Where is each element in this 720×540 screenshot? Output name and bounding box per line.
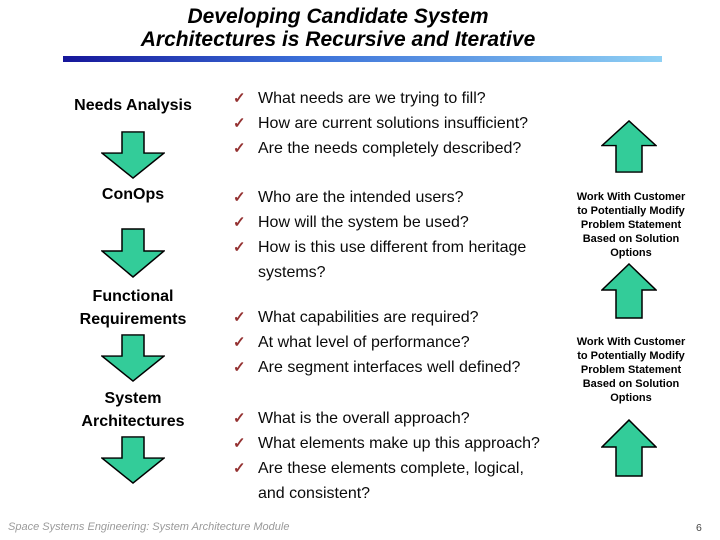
stage-label-system-architectures: System Architectures bbox=[81, 390, 185, 430]
up-arrow-icon bbox=[601, 419, 657, 477]
feedback-note-line: Based on Solution bbox=[582, 233, 680, 245]
question-text: What is the overall approach? bbox=[258, 410, 470, 427]
check-icon: ✓ bbox=[233, 214, 246, 231]
slide-title-line2: Architectures is Recursive and Iterative bbox=[140, 28, 536, 51]
question-item: ✓ What capabilities are required? bbox=[231, 305, 549, 330]
check-icon: ✓ bbox=[233, 115, 246, 132]
question-group-functional-requirements: ✓ What capabilities are required? ✓ At w… bbox=[231, 305, 549, 380]
question-item: ✓ How will the system be used? bbox=[231, 210, 549, 235]
footer-text: Space Systems Engineering: System Archit… bbox=[8, 521, 290, 533]
feedback-note-line: to Potentially Modify bbox=[577, 350, 685, 362]
question-text: At what level of performance? bbox=[258, 334, 470, 351]
question-text: How are current solutions insufficient? bbox=[258, 115, 529, 132]
feedback-note-line: Problem Statement bbox=[580, 364, 682, 376]
stage-label-needs-analysis: Needs Analysis bbox=[74, 97, 192, 114]
question-text: Are segment interfaces well defined? bbox=[258, 359, 521, 376]
question-item: ✓ At what level of performance? bbox=[231, 330, 549, 355]
feedback-note-line: Options bbox=[610, 392, 652, 404]
feedback-note-line: Work With Customer bbox=[576, 191, 686, 203]
question-text: Are these elements complete, logical, an… bbox=[258, 460, 524, 502]
feedback-note-line: Work With Customer bbox=[576, 336, 686, 348]
check-icon: ✓ bbox=[233, 239, 246, 256]
feedback-note: Work With Customer to Potentially Modify… bbox=[563, 335, 699, 405]
page-number: 6 bbox=[696, 522, 702, 534]
question-item: ✓ How is this use different from heritag… bbox=[231, 235, 549, 285]
feedback-note-line: Options bbox=[610, 247, 652, 259]
slide-title-line1: Developing Candidate System bbox=[187, 5, 489, 28]
check-icon: ✓ bbox=[233, 309, 246, 326]
question-text: What needs are we trying to fill? bbox=[258, 90, 486, 107]
down-arrow-icon bbox=[101, 228, 165, 278]
slide-title: Developing Candidate System Architecture… bbox=[0, 5, 676, 51]
question-text: What capabilities are required? bbox=[258, 309, 479, 326]
check-icon: ✓ bbox=[233, 334, 246, 351]
question-item: ✓ What is the overall approach? bbox=[231, 406, 549, 431]
up-arrow-icon bbox=[601, 263, 657, 319]
down-arrow-icon bbox=[101, 334, 165, 382]
question-text: Who are the intended users? bbox=[258, 189, 464, 206]
feedback-note-line: to Potentially Modify bbox=[577, 205, 685, 217]
question-item: ✓ How are current solutions insufficient… bbox=[231, 111, 549, 136]
question-text: What elements make up this approach? bbox=[258, 435, 540, 452]
check-icon: ✓ bbox=[233, 359, 246, 376]
question-group-conops: ✓ Who are the intended users? ✓ How will… bbox=[231, 185, 549, 285]
check-icon: ✓ bbox=[233, 460, 246, 477]
title-underline bbox=[63, 56, 662, 62]
question-text: Are the needs completely described? bbox=[258, 140, 522, 157]
check-icon: ✓ bbox=[233, 435, 246, 452]
question-text: How will the system be used? bbox=[258, 214, 469, 231]
feedback-note-line: Problem Statement bbox=[580, 219, 682, 231]
question-item: ✓ Are segment interfaces well defined? bbox=[231, 355, 549, 380]
check-icon: ✓ bbox=[233, 189, 246, 206]
stage-label-conops: ConOps bbox=[101, 186, 165, 203]
question-item: ✓ Who are the intended users? bbox=[231, 185, 549, 210]
down-arrow-icon bbox=[101, 131, 165, 179]
question-group-system-architectures: ✓ What is the overall approach? ✓ What e… bbox=[231, 406, 549, 506]
up-arrow-icon bbox=[601, 120, 657, 173]
stage-label-functional-requirements: Functional Requirements bbox=[79, 288, 187, 328]
question-item: ✓ What needs are we trying to fill? bbox=[231, 86, 549, 111]
question-item: ✓ What elements make up this approach? bbox=[231, 431, 549, 456]
question-item: ✓ Are the needs completely described? bbox=[231, 136, 549, 161]
question-text: How is this use different from heritage … bbox=[258, 239, 527, 281]
check-icon: ✓ bbox=[233, 90, 246, 107]
check-icon: ✓ bbox=[233, 140, 246, 157]
check-icon: ✓ bbox=[233, 410, 246, 427]
question-group-needs-analysis: ✓ What needs are we trying to fill? ✓ Ho… bbox=[231, 86, 549, 161]
down-arrow-icon bbox=[101, 436, 165, 484]
question-item: ✓ Are these elements complete, logical, … bbox=[231, 456, 549, 506]
feedback-note-line: Based on Solution bbox=[582, 378, 680, 390]
feedback-note: Work With Customer to Potentially Modify… bbox=[563, 190, 699, 260]
